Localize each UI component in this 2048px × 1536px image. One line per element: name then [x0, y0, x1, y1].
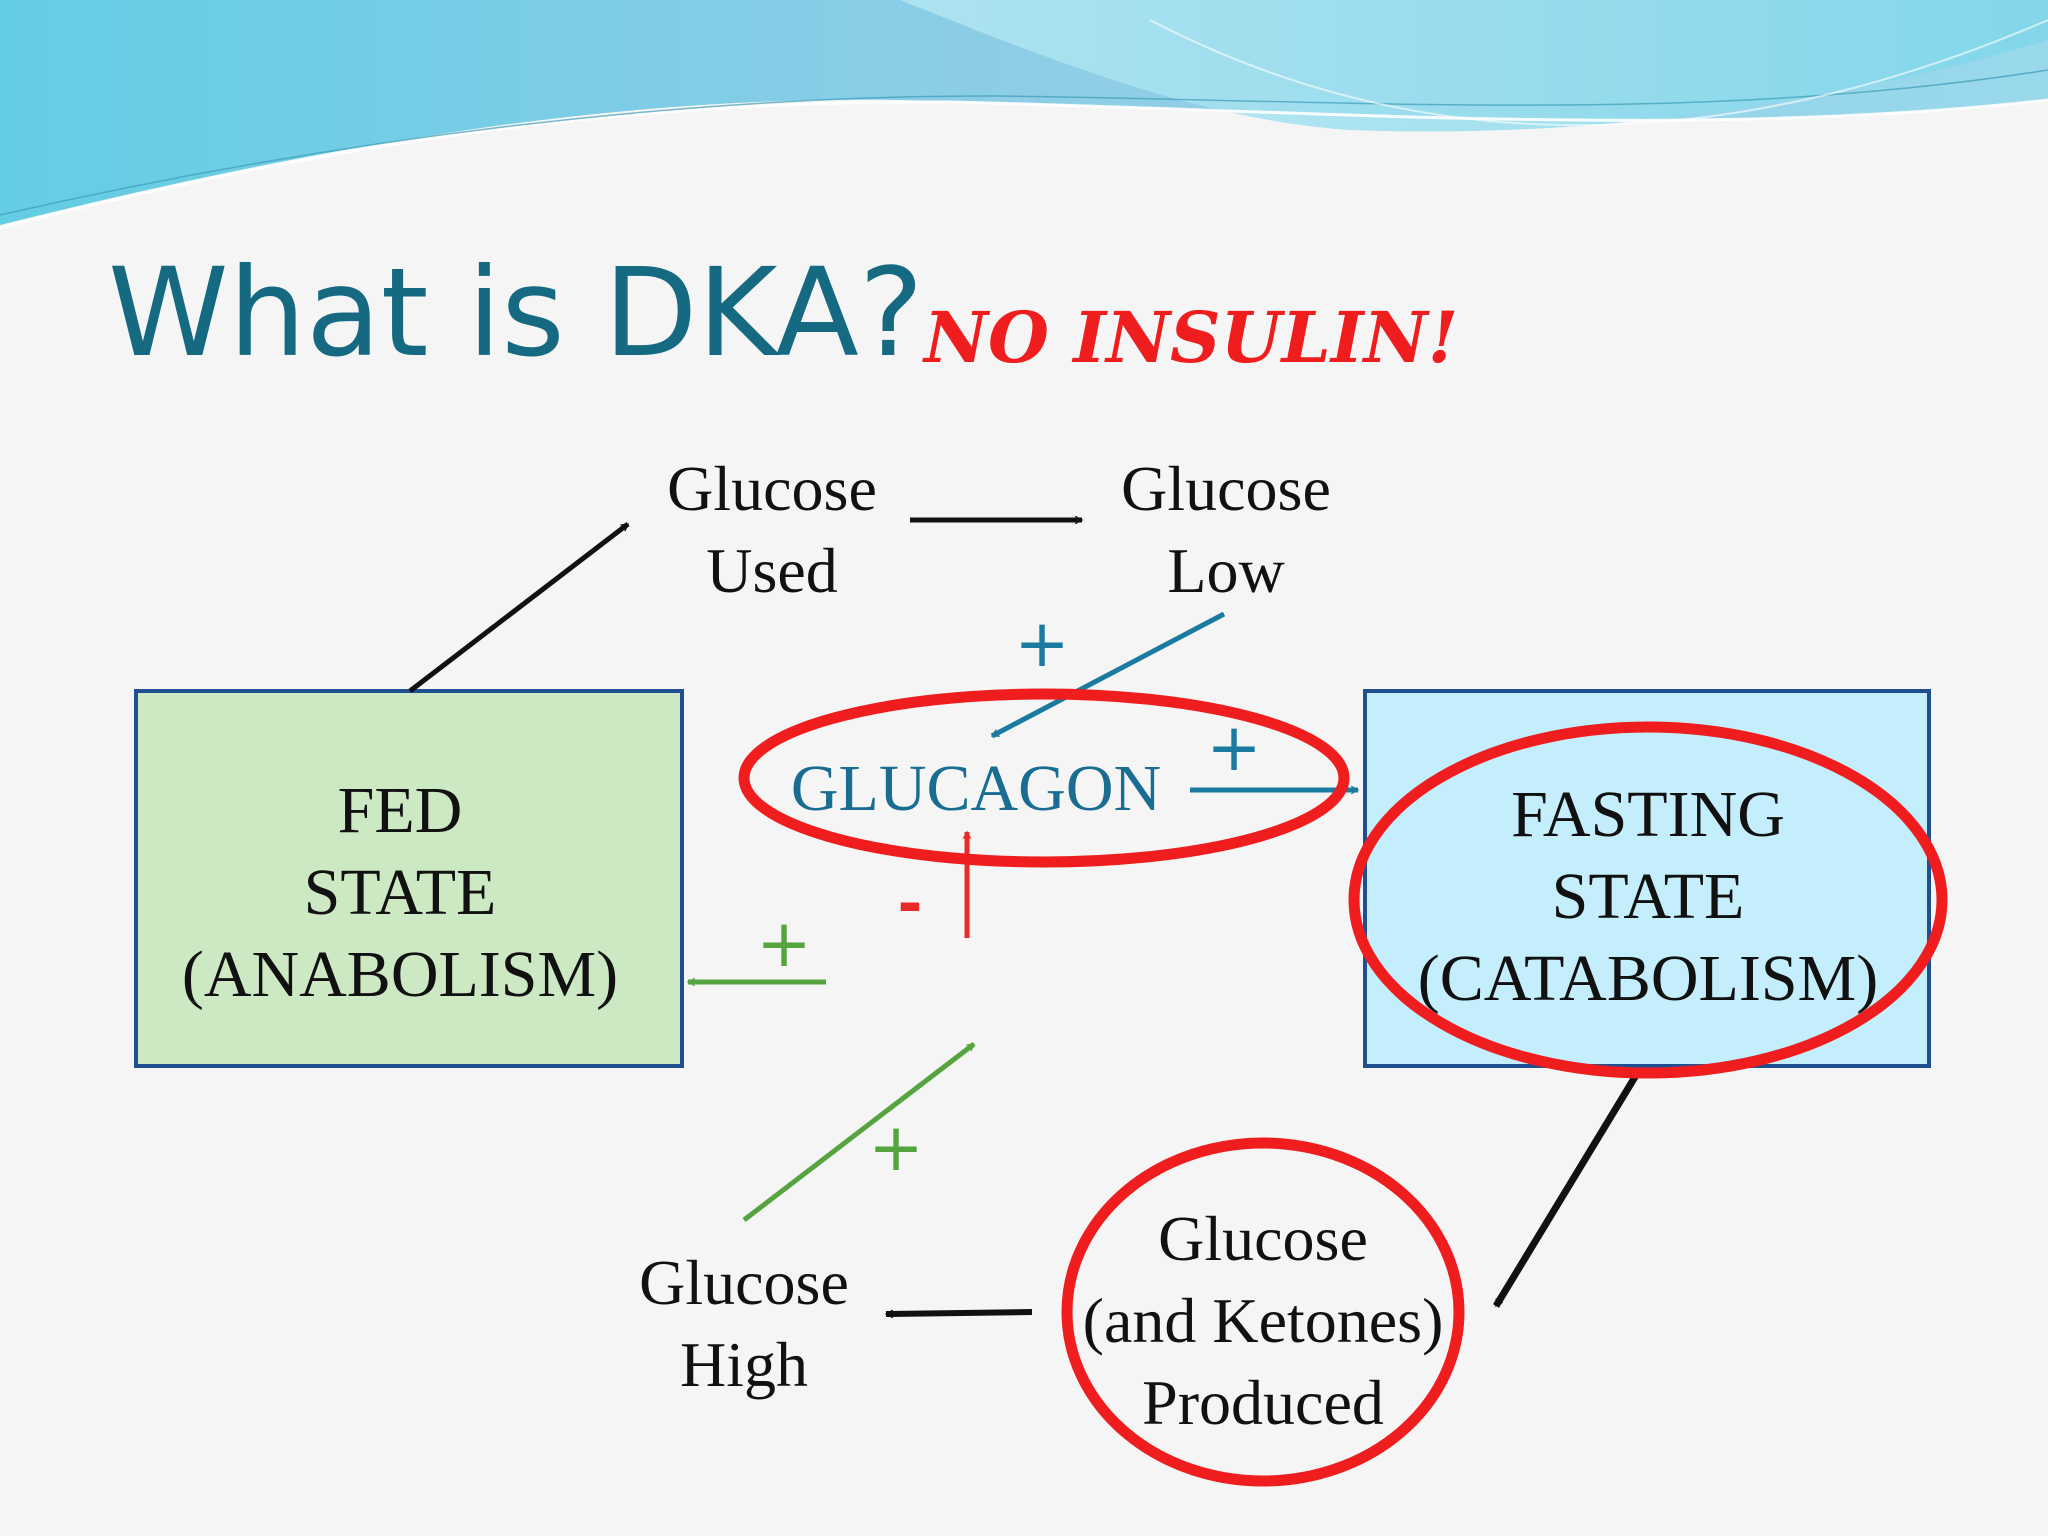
- glucose-used-line1: Glucose: [667, 453, 877, 524]
- glucose-ketones-produced-node: Glucose (and Ketones) Produced: [1083, 1198, 1444, 1444]
- fasting-to-produced-arrow: [1493, 1070, 1641, 1308]
- glucagon-node: GLUCAGON: [790, 752, 1162, 825]
- no-insulin-label: NO INSULIN!: [924, 296, 1459, 379]
- fed-to-glucose-used-arrow: [408, 522, 630, 693]
- fasting-highlight-ellipse: [1348, 721, 1948, 1079]
- slide-title: What is DKA?: [108, 242, 924, 384]
- produced-line2: (and Ketones): [1082, 1285, 1444, 1356]
- fed-state-line2: STATE: [303, 856, 497, 929]
- fed-state-node: FED STATE (ANABOLISM): [182, 770, 618, 1016]
- glucose-high-line1: Glucose: [639, 1247, 849, 1318]
- produced-to-high-arrow: [884, 1309, 1033, 1319]
- glucose-low-node: Glucose Low: [1121, 448, 1331, 612]
- produced-line3: Produced: [1142, 1367, 1384, 1438]
- fasting-state-node: FASTING STATE (CATABOLISM): [1418, 774, 1878, 1020]
- fasting-state-box: [1363, 689, 1931, 1068]
- fasting-state-line1: FASTING: [1511, 778, 1785, 851]
- glucose-low-line1: Glucose: [1121, 453, 1331, 524]
- glucose-used-node: Glucose Used: [667, 448, 877, 612]
- glucose-high-line2: High: [680, 1329, 808, 1400]
- fed-state-line1: FED: [337, 774, 463, 847]
- plus-sign-low-to-glucagon: +: [1014, 605, 1070, 682]
- plus-sign-glucagon-to-fasting: +: [1206, 709, 1262, 786]
- produced-line1: Glucose: [1158, 1203, 1368, 1274]
- fed-state-line3: (ANABOLISM): [181, 938, 619, 1011]
- glucose-used-line2: Used: [706, 535, 838, 606]
- glucose-low-line2: Low: [1167, 535, 1285, 606]
- fasting-state-line3: (CATABOLISM): [1417, 942, 1879, 1015]
- plus-sign-high-to-glucagon: +: [868, 1109, 924, 1186]
- plus-sign-to-fed: +: [756, 905, 812, 982]
- minus-sign-inhibit-glucagon: -: [897, 869, 923, 939]
- low-to-glucagon-arrow: [990, 611, 1226, 739]
- header-wave-decoration: [0, 0, 2048, 230]
- produced-highlight-ellipse: [1061, 1137, 1465, 1487]
- glucose-high-node: Glucose High: [639, 1242, 849, 1406]
- fasting-state-line2: STATE: [1551, 860, 1745, 933]
- fed-state-box: [134, 689, 684, 1068]
- glucagon-highlight-ellipse: [738, 688, 1350, 868]
- high-to-glucagon-arrow: [742, 1042, 976, 1222]
